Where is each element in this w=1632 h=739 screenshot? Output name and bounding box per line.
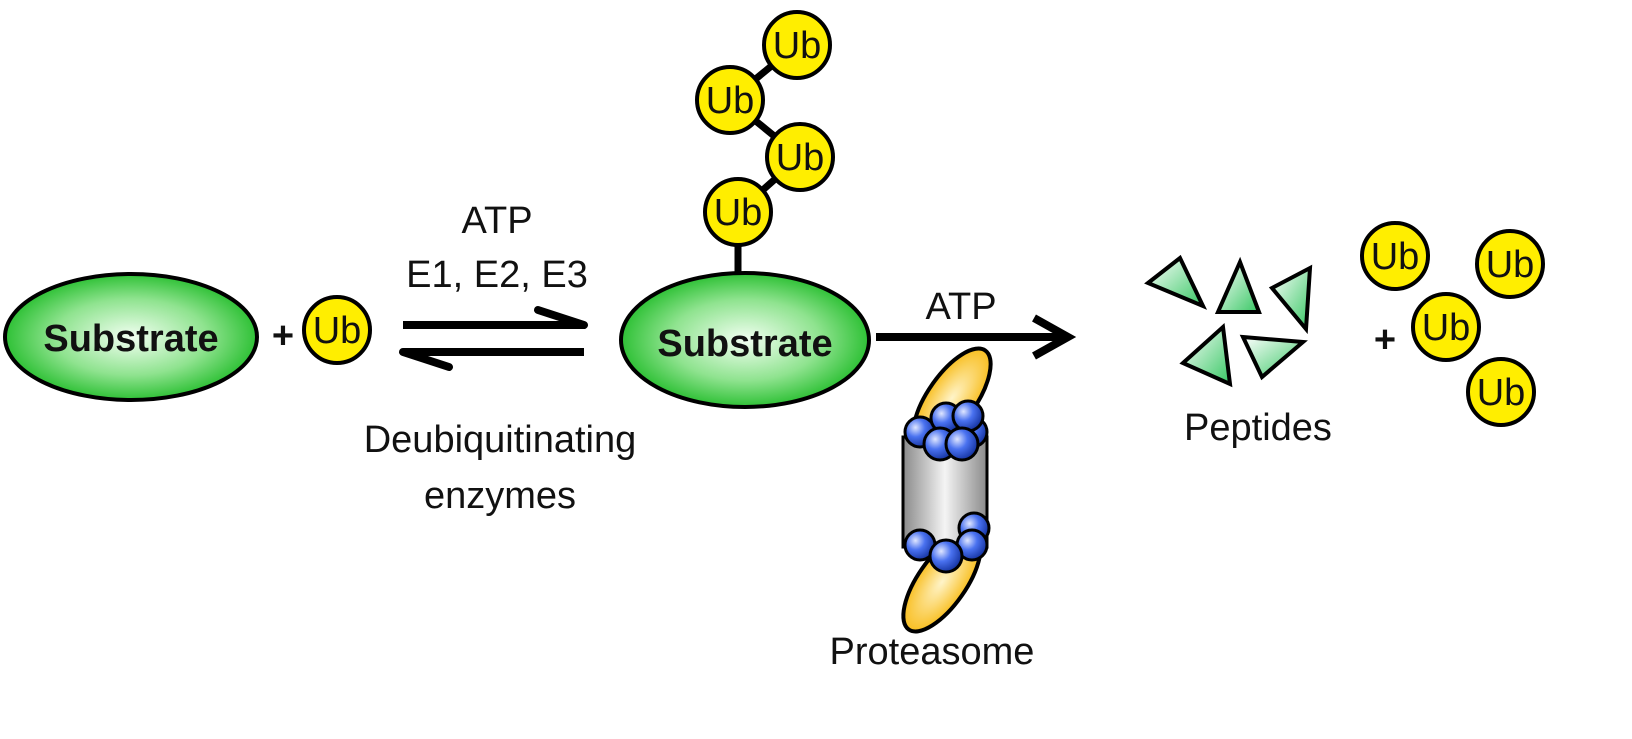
released-ubiquitin: Ub Ub Ub Ub xyxy=(1360,221,1545,427)
ub-label: Ub xyxy=(776,137,825,179)
peptides-label: Peptides xyxy=(1184,407,1332,449)
ub-label: Ub xyxy=(1371,236,1420,278)
reverse-condition-line2: enzymes xyxy=(424,475,576,517)
substrate-label-center: Substrate xyxy=(657,323,832,365)
peptide-icon xyxy=(1239,334,1308,381)
ub-label: Ub xyxy=(1477,372,1526,414)
proteasome-label: Proteasome xyxy=(830,631,1035,673)
plus-sign-left: + xyxy=(272,315,294,357)
proteasome-subunits-bottom xyxy=(903,511,991,574)
ubiquitin-icon: Ub xyxy=(1411,292,1481,362)
ub-label: Ub xyxy=(313,310,362,352)
ubiquitin-icon: Ub xyxy=(1475,229,1545,299)
ubiquitin-icon: Ub xyxy=(1360,221,1430,291)
degradation-condition-atp: ATP xyxy=(925,286,996,328)
ubiquitin-icon: Ub xyxy=(762,10,832,80)
forward-condition-atp: ATP xyxy=(461,200,532,242)
ub-label: Ub xyxy=(1486,244,1535,286)
ubiquitin-icon: Ub xyxy=(1466,357,1536,427)
proteasome-subunits-top xyxy=(903,399,989,462)
equilibrium-arrows xyxy=(399,306,588,371)
peptides-cluster xyxy=(1144,254,1313,388)
ubiquitin-icon: Ub xyxy=(703,177,773,247)
ubiquitin-icon: Ub xyxy=(695,65,765,135)
substrate-node-ubiquitinated: Substrate xyxy=(619,271,871,409)
ub-label: Ub xyxy=(714,192,763,234)
ub-label: Ub xyxy=(706,80,755,122)
peptide-icon xyxy=(1179,322,1233,388)
ubiquitin-icon: Ub xyxy=(302,295,372,365)
proteasome-icon xyxy=(901,346,993,634)
substrate-label-left: Substrate xyxy=(43,318,218,360)
peptide-icon xyxy=(1268,264,1313,335)
peptide-icon xyxy=(1214,256,1262,314)
polyubiquitin-chain: Ub Ub Ub Ub xyxy=(695,10,835,272)
ub-label: Ub xyxy=(773,25,822,67)
substrate-node-left: Substrate xyxy=(3,272,259,402)
ub-label: Ub xyxy=(1422,307,1471,349)
reverse-condition-line1: Deubiquitinating xyxy=(364,419,637,461)
peptide-icon xyxy=(1144,254,1208,310)
ubiquitin-icon: Ub xyxy=(765,122,835,192)
degradation-arrow xyxy=(876,314,1077,360)
plus-sign-right: + xyxy=(1374,319,1396,361)
forward-condition-enzymes: E1, E2, E3 xyxy=(406,254,588,296)
